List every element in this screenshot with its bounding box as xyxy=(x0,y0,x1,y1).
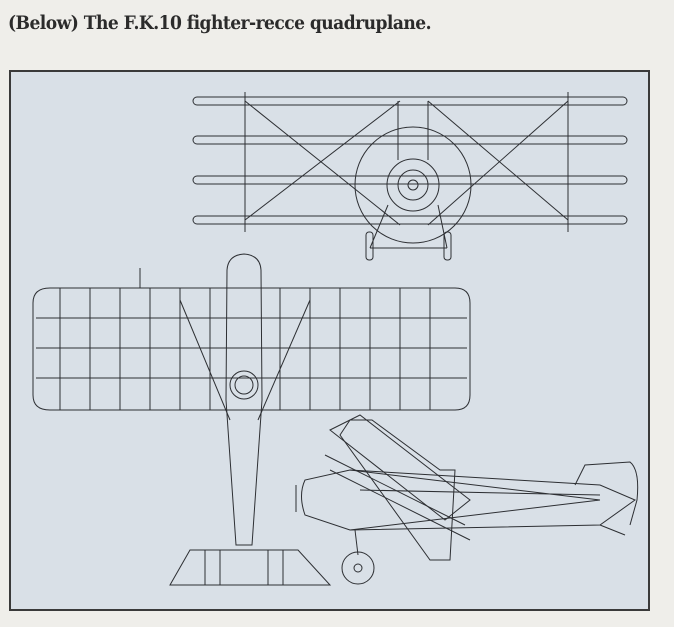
side-view xyxy=(295,414,639,585)
figure-caption: (Below) The F.K.10 fighter-recce quadrup… xyxy=(8,12,432,34)
three-view-drawing-panel xyxy=(9,70,650,611)
plan-view xyxy=(32,253,471,586)
front-view xyxy=(192,92,628,261)
